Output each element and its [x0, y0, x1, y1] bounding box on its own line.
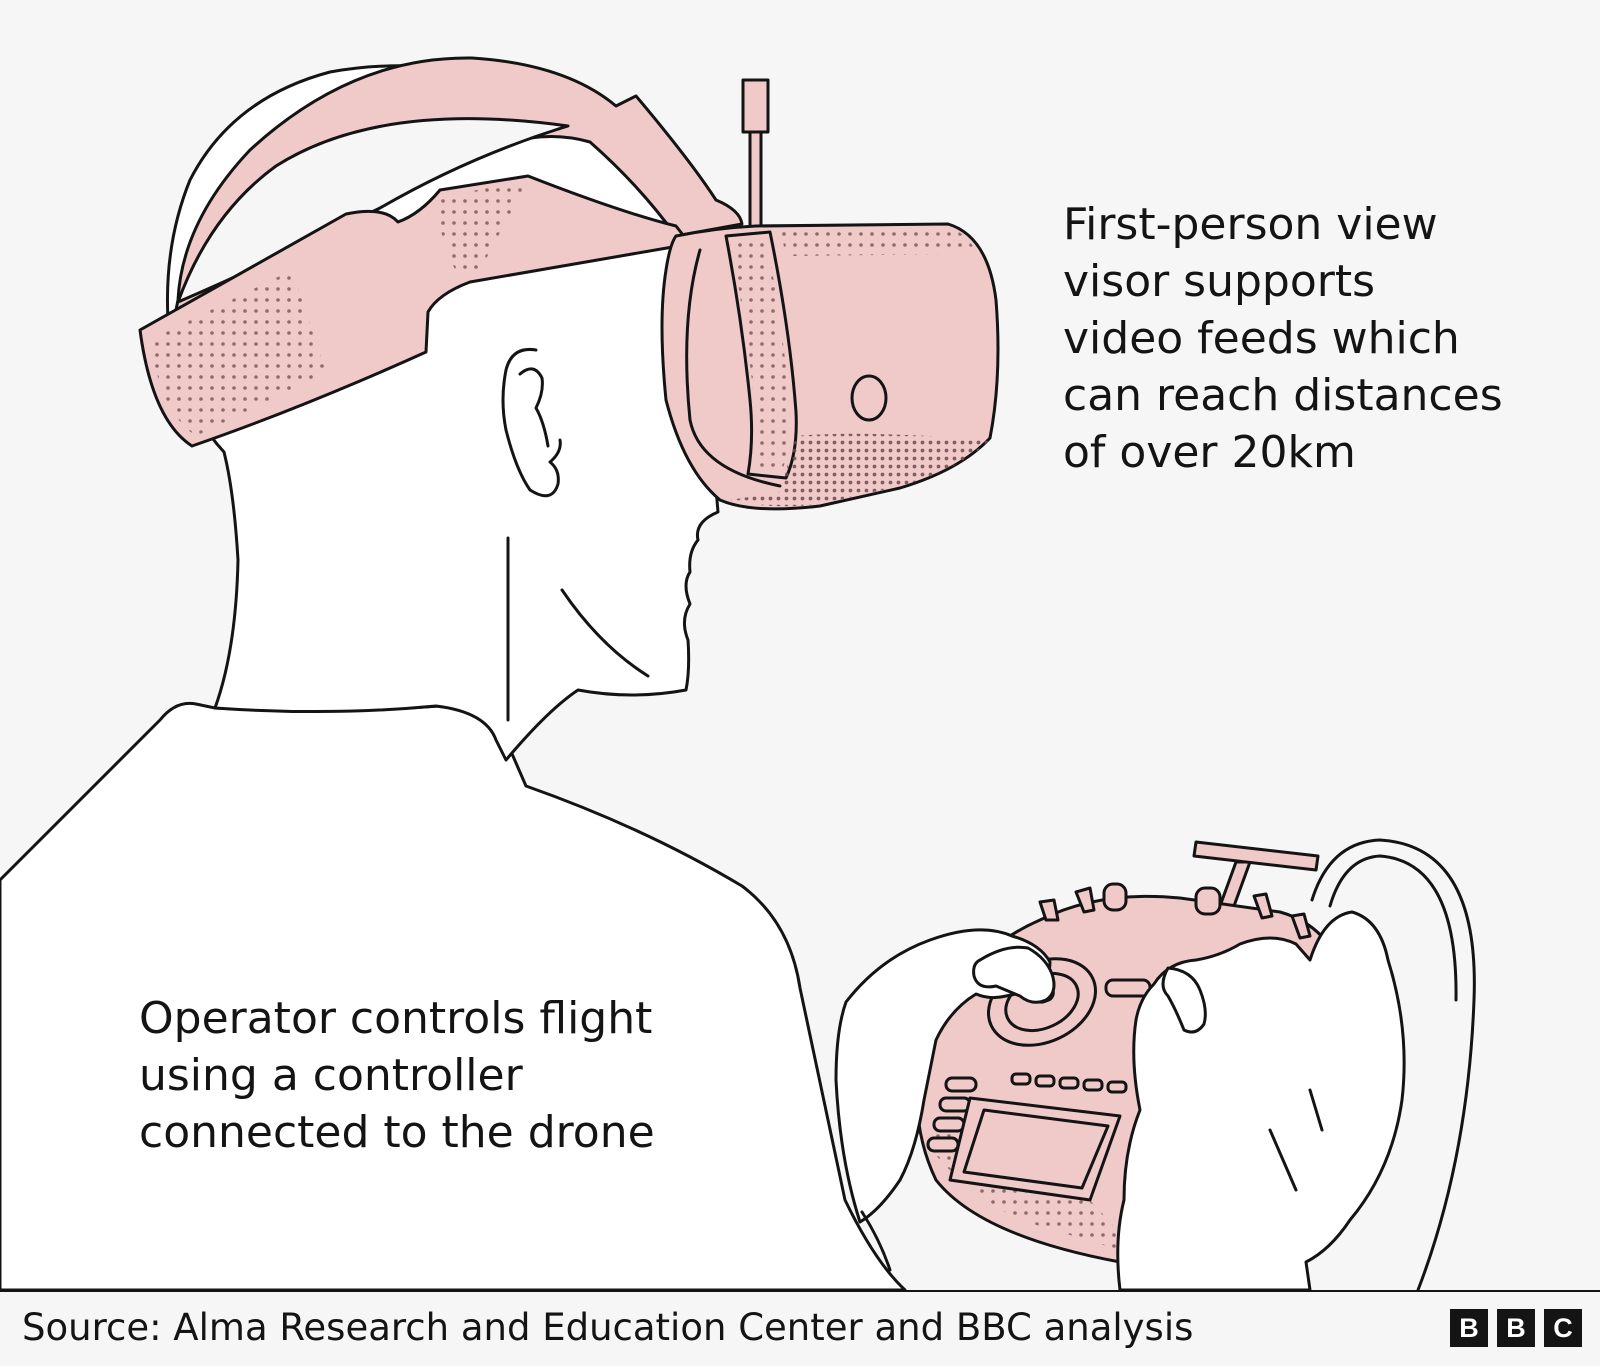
- switch-3: [1252, 892, 1274, 920]
- left-thumb: [972, 945, 1056, 1004]
- right-hand-crease-2: [1308, 1088, 1324, 1132]
- antenna-stem: [748, 130, 763, 230]
- visor-button: [850, 374, 888, 422]
- controller-cable: [1310, 838, 1476, 1290]
- fpv-operator-illustration: [0, 56, 1476, 1290]
- ear-inner: [518, 367, 550, 448]
- visor-annotation-line: can reach distances: [1063, 370, 1503, 421]
- controller-button-top: [1104, 978, 1152, 998]
- switch-1: [1038, 898, 1060, 922]
- side-button-3: [932, 1116, 966, 1133]
- source-credit: Source: Alma Research and Education Cent…: [22, 1306, 1194, 1349]
- row-button-1: [1010, 1072, 1032, 1086]
- visor-annotation-line: of over 20km: [1063, 427, 1356, 478]
- row-button-3: [1058, 1076, 1080, 1090]
- knob-1: [1102, 882, 1128, 912]
- row-button-2: [1034, 1074, 1056, 1088]
- controller-annotation-line: Operator controls flight: [139, 993, 653, 1044]
- ear: [501, 347, 562, 498]
- switch-4: [1290, 912, 1312, 940]
- visor-bottom-dots: [730, 433, 990, 507]
- visor-annotation-line: visor supports: [1063, 256, 1376, 307]
- left-hand-crease: [860, 1210, 892, 1272]
- headstrap-buckle-dots: [436, 180, 528, 278]
- side-button-1: [944, 1076, 978, 1093]
- right-thumb: [1161, 966, 1207, 1034]
- row-button-5: [1106, 1080, 1128, 1094]
- visor-rim: [685, 248, 782, 488]
- antenna-tip: [741, 78, 770, 134]
- controller-annotation: Operator controls flight using a control…: [139, 990, 655, 1161]
- left-hand: [834, 928, 1052, 1224]
- visor-annotation-line: First-person view: [1063, 199, 1438, 250]
- bbc-logo-letter: C: [1544, 1309, 1582, 1347]
- controller-antenna-bar: [1192, 840, 1320, 872]
- controller-screen-inner: [962, 1108, 1110, 1190]
- bbc-logo-letter: B: [1497, 1309, 1535, 1347]
- footer-divider: [0, 1290, 1600, 1292]
- right-hand-crease-1: [1268, 1128, 1298, 1192]
- side-button-2: [938, 1096, 972, 1113]
- controller-annotation-line: using a controller: [139, 1050, 523, 1101]
- bbc-logo-letter: B: [1450, 1309, 1488, 1347]
- row-button-4: [1082, 1078, 1104, 1092]
- headstrap-side-dots: [150, 270, 326, 436]
- jaw-line: [560, 588, 650, 678]
- bbc-logo: B B C: [1450, 1309, 1582, 1347]
- side-button-4: [926, 1136, 960, 1153]
- knob-2: [1194, 886, 1222, 916]
- controller-annotation-line: connected to the drone: [139, 1107, 655, 1158]
- visor-annotation-line: video feeds which: [1063, 313, 1460, 364]
- headstrap-top: [174, 56, 744, 312]
- visor-strap-dots: [730, 238, 791, 470]
- controller-antenna-stem: [1218, 860, 1252, 908]
- visor-top-dots: [780, 226, 976, 256]
- controller-cable-inner: [1328, 854, 1458, 1002]
- visor-annotation: First-person view visor supports video f…: [1063, 196, 1503, 481]
- switch-2: [1074, 886, 1096, 914]
